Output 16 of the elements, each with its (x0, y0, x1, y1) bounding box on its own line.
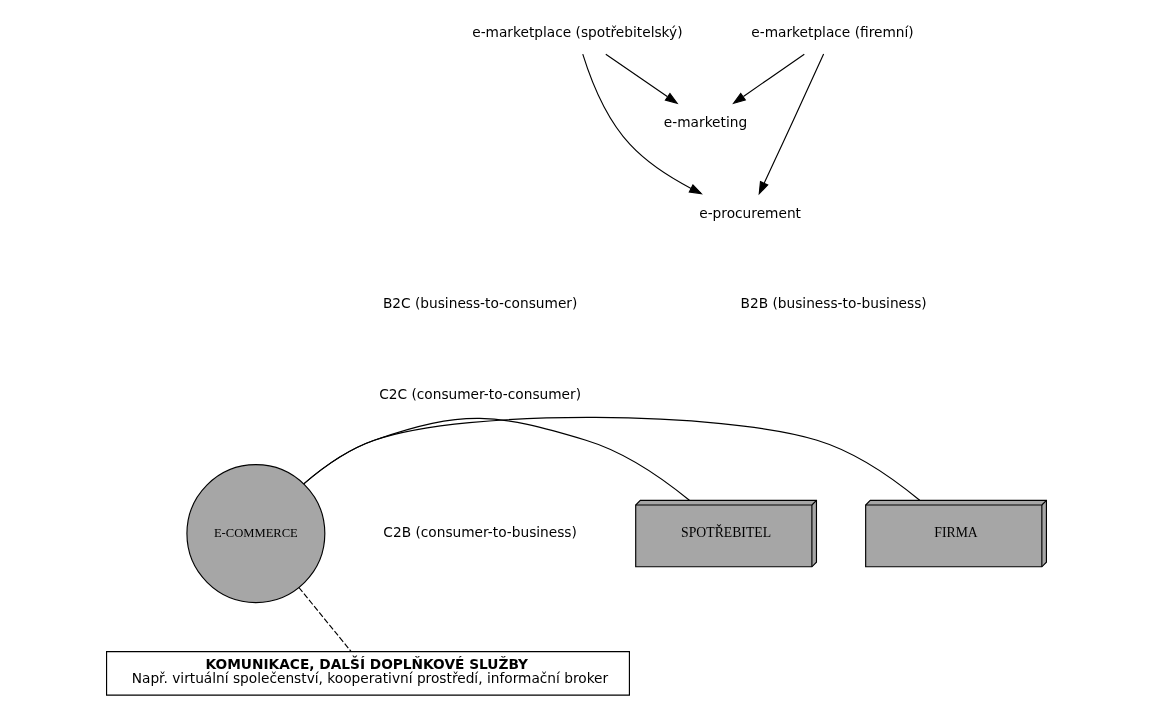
label: C2B (consumer-to-business) (383, 524, 577, 541)
label: B2C (business-to-consumer) (382, 295, 578, 312)
node-box: KOMUNIKACE, DALŠÍ DOPLŇKOVÉ SLUŽBY Např. virtuální společenství, kooperativní prostředí, informační broker (106, 651, 630, 696)
node-circle: E-COMMERCE (186, 464, 326, 604)
node-text: e-procurement (699, 204, 801, 221)
node-text: e-marketplace (spotřebitelský) (472, 24, 683, 41)
node-text: e-marketing (663, 114, 748, 131)
arrow (582, 53, 703, 195)
label: B2B (business-to-business) (740, 295, 927, 312)
connector (303, 416, 921, 501)
label: C2C (consumer-to-consumer) (379, 385, 582, 402)
arrow (605, 53, 679, 105)
connector (298, 586, 352, 652)
arrow (732, 53, 805, 105)
node-text: e-marketplace (firemní) (751, 24, 914, 41)
arrow (758, 53, 825, 196)
